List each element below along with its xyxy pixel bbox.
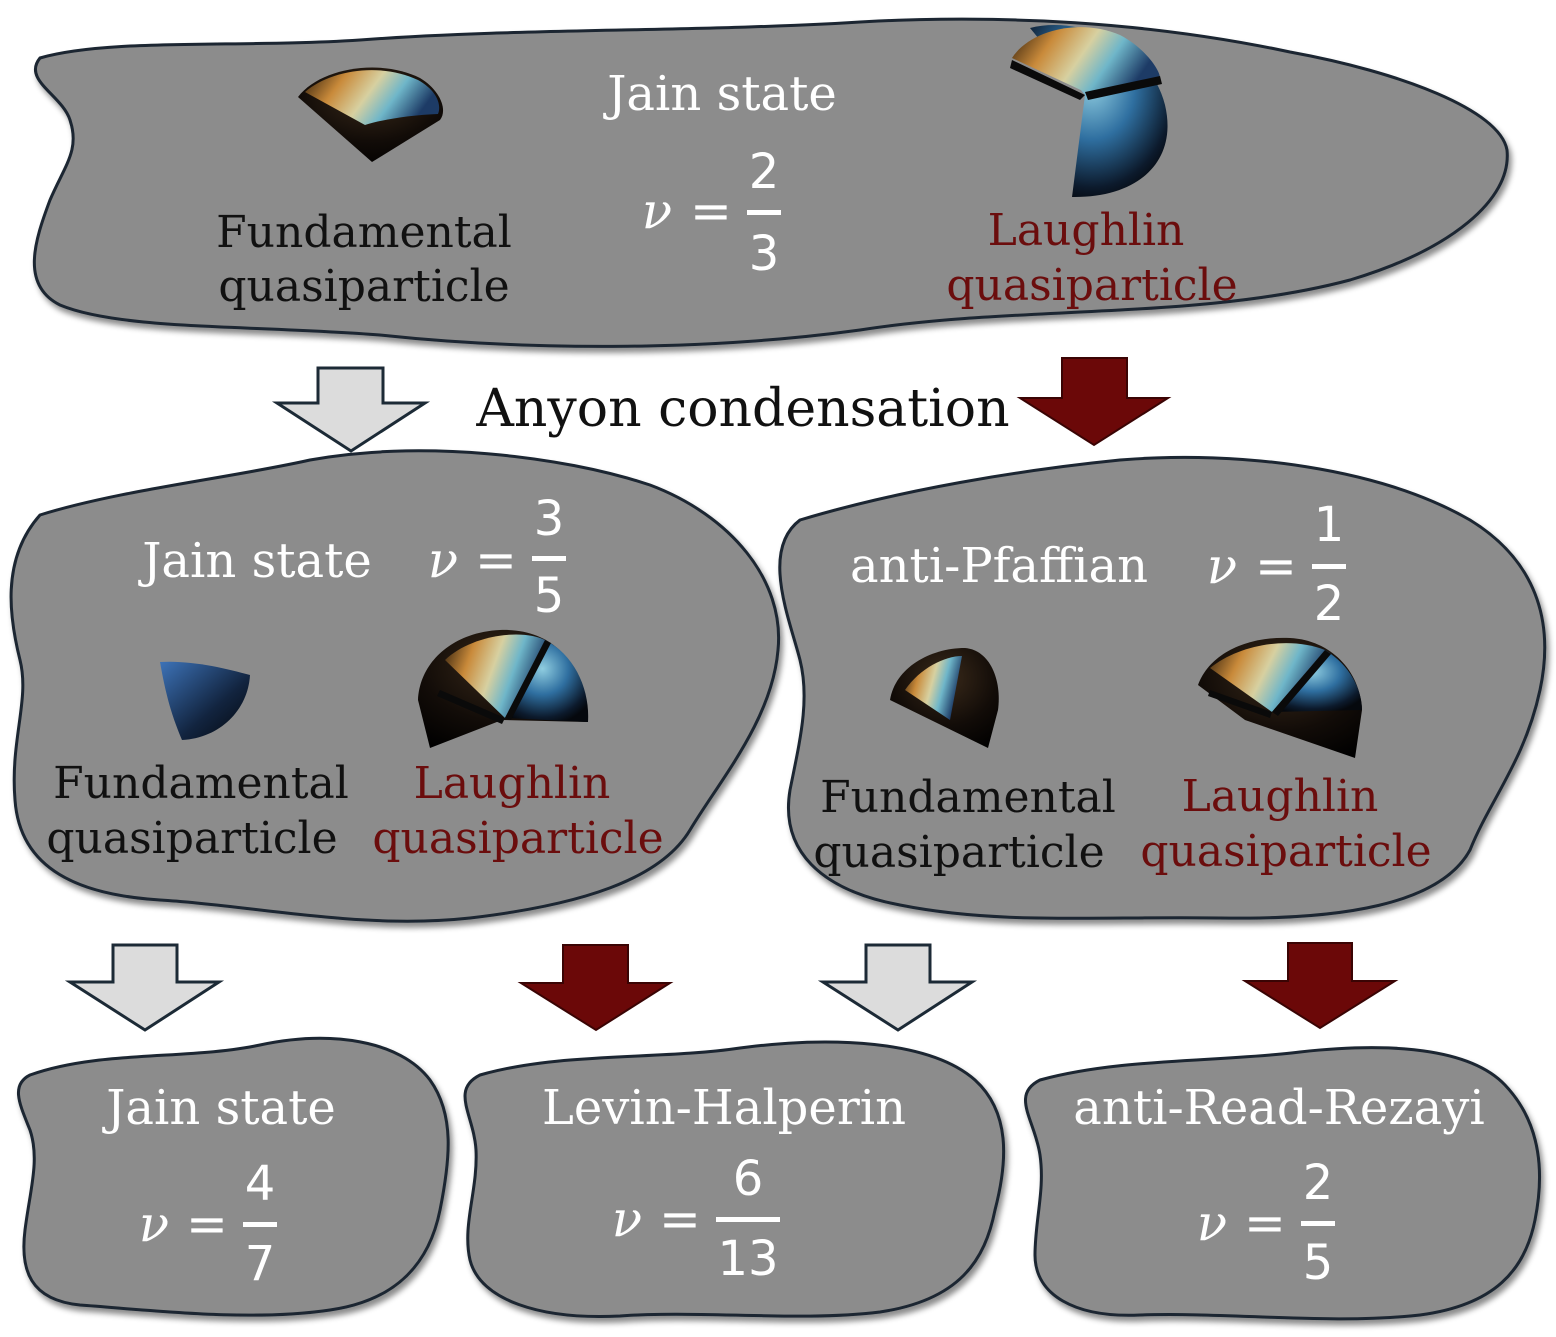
nu-symbol: ν	[1197, 1194, 1227, 1252]
nu-denominator: 7	[245, 1236, 276, 1292]
nu-numerator: 2	[749, 144, 780, 200]
equals-sign: =	[1255, 537, 1297, 595]
blob-middle-left	[9, 449, 781, 923]
nu-numerator: 1	[1314, 497, 1345, 553]
equals-sign: =	[186, 1195, 228, 1253]
nu-denominator: 13	[717, 1231, 778, 1287]
blob-bottom-middle	[463, 1040, 1006, 1318]
fundamental-label-line1: Fundamental	[216, 207, 512, 258]
middle-left-title: Jain state	[137, 533, 372, 589]
bottom-left-nu-formula: ν = 4 7	[139, 1156, 277, 1292]
arrow-dark-bottom-2	[517, 944, 674, 1032]
fundamental-label-line2: quasiparticle	[218, 261, 509, 312]
fundamental-quasiparticle-wedge-icon	[160, 661, 250, 740]
equals-sign: =	[475, 531, 517, 589]
laughlin-label-line1: Laughlin	[414, 758, 611, 809]
nu-symbol: ν	[428, 531, 458, 589]
arrow-light-bottom-3	[817, 943, 978, 1032]
laughlin-label-line1: Laughlin	[1182, 771, 1379, 822]
fundamental-label-line2: quasiparticle	[46, 813, 337, 864]
bottom-left-title: Jain state	[101, 1080, 336, 1136]
equals-sign: =	[659, 1190, 701, 1248]
middle-right-title: anti-Pfaffian	[850, 538, 1148, 594]
bottom-right-nu-formula: ν = 2 5	[1197, 1155, 1335, 1291]
middle-left-nu-formula: ν = 3 5	[428, 491, 566, 624]
nu-numerator: 3	[534, 491, 565, 547]
blob-bottom-left	[16, 1036, 450, 1317]
top-nu-formula: ν = 2 3	[642, 144, 781, 282]
arrow-dark-bottom-4	[1241, 942, 1399, 1030]
fundamental-label-line1: Fundamental	[53, 758, 349, 809]
laughlin-quasiparticle-sphere-icon	[1198, 637, 1362, 758]
bottom-middle-title: Levin-Halperin	[542, 1080, 906, 1136]
laughlin-label-line1: Laughlin	[988, 205, 1185, 256]
fundamental-label-line1: Fundamental	[820, 772, 1116, 823]
blob-bottom-right	[1023, 1046, 1542, 1321]
nu-numerator: 4	[245, 1156, 276, 1212]
bottom-right-title: anti-Read-Rezayi	[1073, 1080, 1484, 1136]
fraction-bar	[747, 210, 781, 215]
nu-denominator: 5	[534, 568, 565, 624]
top-title: Jain state	[602, 66, 837, 122]
fraction-bar	[1312, 564, 1346, 569]
nu-denominator: 5	[1303, 1235, 1334, 1291]
arrow-dark-top-right	[1016, 357, 1172, 447]
nu-denominator: 3	[749, 226, 780, 282]
equals-sign: =	[1244, 1194, 1286, 1252]
fraction-bar	[243, 1222, 277, 1227]
nu-numerator: 6	[733, 1151, 764, 1207]
nu-numerator: 2	[1303, 1155, 1334, 1211]
fundamental-quasiparticle-wedge-icon	[298, 67, 444, 162]
fraction-bar	[716, 1217, 780, 1222]
laughlin-label-line2: quasiparticle	[372, 813, 663, 864]
nu-symbol: ν	[612, 1190, 642, 1248]
nu-symbol: ν	[642, 182, 672, 240]
nu-denominator: 2	[1314, 576, 1345, 632]
arrow-light-top-left	[271, 366, 431, 453]
nu-symbol: ν	[139, 1195, 169, 1253]
bottom-middle-nu-formula: ν = 6 13	[612, 1151, 780, 1287]
arrow-light-bottom-1	[64, 943, 225, 1032]
laughlin-label-line2: quasiparticle	[1140, 826, 1431, 877]
laughlin-quasiparticle-sphere-icon	[418, 629, 589, 748]
laughlin-label-line2: quasiparticle	[946, 260, 1237, 311]
fundamental-quasiparticle-wedge-icon	[890, 648, 999, 748]
laughlin-quasiparticle-sphere-icon	[1010, 25, 1168, 198]
middle-right-nu-formula: ν = 1 2	[1207, 497, 1346, 632]
nu-symbol: ν	[1207, 537, 1237, 595]
fraction-bar	[1301, 1221, 1335, 1226]
fraction-bar	[532, 556, 566, 561]
equals-sign: =	[690, 182, 732, 240]
blob-middle-right	[778, 455, 1547, 920]
fundamental-label-line2: quasiparticle	[813, 827, 1104, 878]
anyon-condensation-label: Anyon condensation	[475, 379, 1009, 439]
